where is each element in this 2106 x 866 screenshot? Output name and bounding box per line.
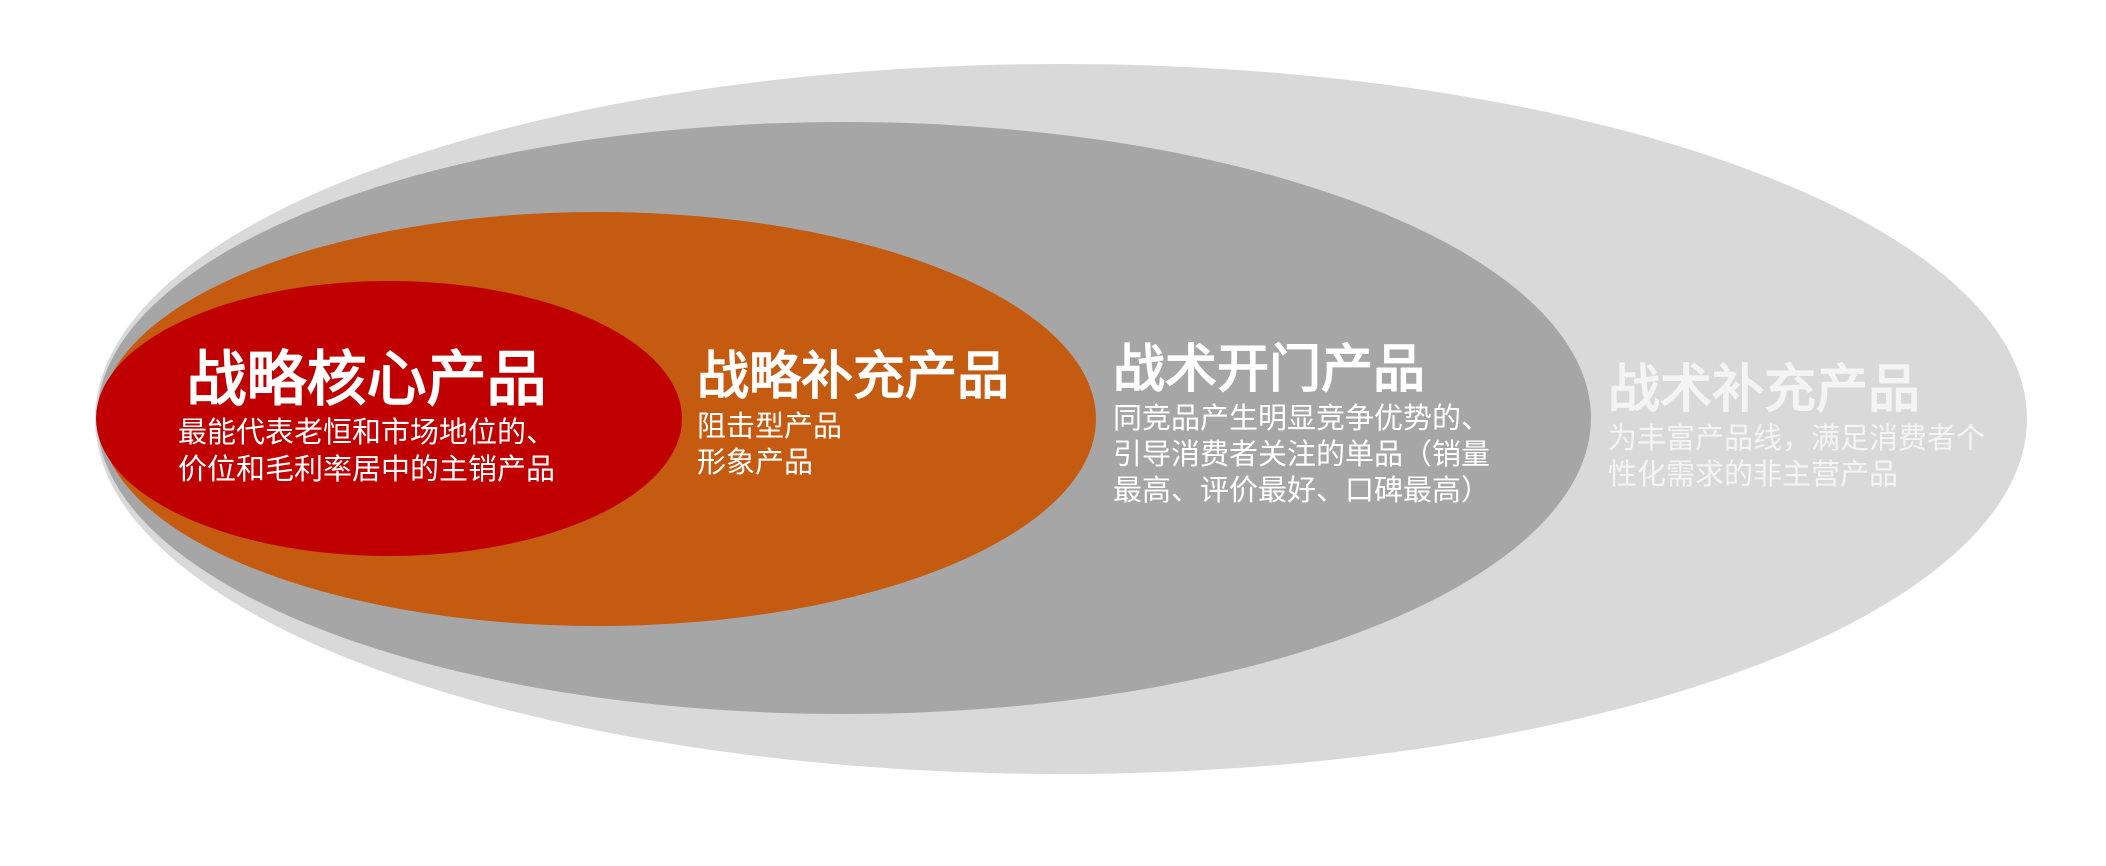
core-product-desc-line-1: 最能代表老恒和市场地位的、 — [178, 415, 556, 449]
core-product-desc-line-2: 价位和毛利率居中的主销产品 — [178, 452, 556, 486]
tactical-opener-label: 战术开门产品 同竞品产生明显竞争优势的、 引导消费者关注的单品（销量 最高、评价… — [1113, 340, 1490, 508]
tactical-supplementary-label: 战术补充产品 为丰富产品线，满足消费者个 性化需求的非主营产品 — [1608, 360, 1985, 492]
tactical-opener-desc-line-2: 引导消费者关注的单品（销量 — [1113, 437, 1491, 471]
core-product-title: 战略核心产品 — [186, 345, 547, 415]
strategic-supplementary-label: 战略补充产品 阻击型产品 形象产品 — [697, 346, 1009, 480]
strategic-supplementary-title: 战略补充产品 — [697, 347, 1010, 407]
tactical-supplementary-title: 战术补充产品 — [1608, 360, 1921, 420]
core-product-ellipse — [96, 281, 682, 556]
core-product-label: 战略核心产品 最能代表老恒和市场地位的、 价位和毛利率居中的主销产品 — [178, 346, 555, 488]
tactical-supplementary-desc-line-2: 性化需求的非主营产品 — [1608, 457, 1899, 491]
strategic-supplementary-desc-line-1: 阻击型产品 — [697, 409, 843, 443]
tactical-opener-desc-line-1: 同竞品产生明显竞争优势的、 — [1113, 401, 1491, 435]
tactical-supplementary-desc-line-1: 为丰富产品线，满足消费者个 — [1608, 421, 1986, 455]
tactical-opener-title: 战术开门产品 — [1113, 340, 1426, 400]
tactical-opener-desc-line-3: 最高、评价最好、口碑最高） — [1113, 473, 1491, 507]
strategic-supplementary-desc-line-2: 形象产品 — [697, 445, 814, 479]
